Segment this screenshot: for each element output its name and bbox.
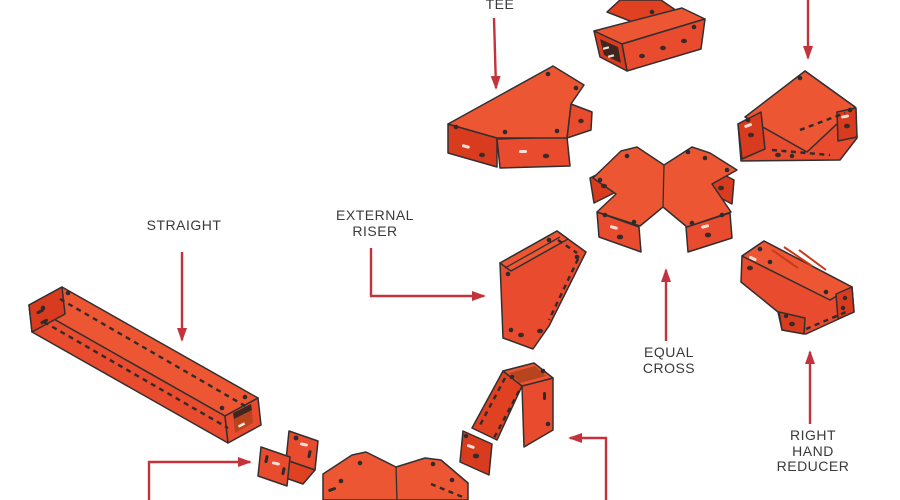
label-right-hand-reducer: RIGHT HAND REDUCER: [776, 427, 850, 474]
channel-opening: [600, 39, 621, 63]
equal-cross-fitting: [589, 146, 738, 253]
perforation-row: [799, 111, 846, 132]
perforation-row: [771, 148, 831, 157]
label-external-riser: EXTERNAL RISER: [336, 207, 414, 239]
flat-bend-fitting-cropped: [322, 451, 469, 500]
internal-riser-arrow: [568, 433, 608, 500]
internal-riser-fitting: [459, 362, 554, 476]
perforation-row: [547, 258, 580, 321]
label-equal-cross: EQUAL CROSS: [642, 344, 696, 376]
top-opening: [509, 366, 546, 383]
right-hand-reducer-fitting: [740, 240, 855, 335]
left-hand-reducer-fitting: [737, 70, 858, 162]
perforation-row: [59, 297, 248, 409]
perforation-row: [43, 320, 229, 430]
coupler-fitting: [257, 430, 319, 487]
straight-fitting: [28, 286, 262, 444]
label-straight: STRAIGHT: [146, 217, 222, 233]
cropped-fitting-top: [593, 0, 706, 72]
perforation-row: [805, 310, 847, 331]
tee-fitting: [447, 65, 593, 169]
tee-arrow: [490, 17, 501, 90]
label-tee: TEE: [485, 0, 515, 12]
perforation-row: [557, 239, 578, 254]
external-riser-arrow: [369, 248, 486, 301]
coupler-arrow: [147, 457, 252, 500]
perforation-row: [430, 482, 466, 500]
external-riser-fitting: [499, 230, 587, 350]
